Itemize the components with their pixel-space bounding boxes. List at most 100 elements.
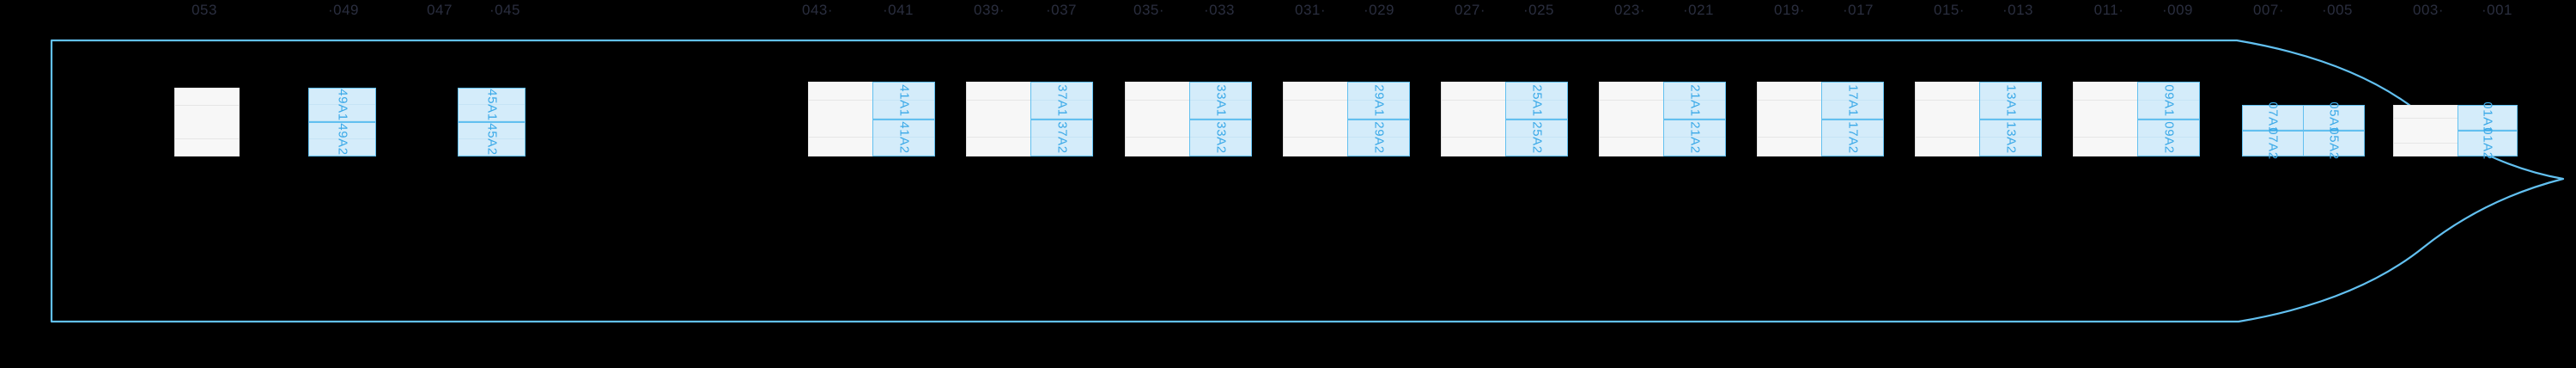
bay-tier-cell[interactable] [1031, 101, 1092, 119]
bay-tier-cell[interactable] [809, 101, 872, 119]
bay-tier-cell[interactable] [1442, 138, 1505, 156]
bay-half[interactable] [2073, 119, 2138, 156]
bay-tier-cell[interactable] [459, 123, 525, 139]
bay-half[interactable] [1915, 82, 1980, 120]
bay-tier-cell[interactable] [1758, 120, 1821, 138]
bay-half[interactable] [1441, 82, 1506, 120]
bay-tier-cell[interactable] [1916, 101, 1979, 119]
bay-half[interactable]: 33A1 [1189, 82, 1252, 120]
empty-bay-stack[interactable] [1599, 82, 1664, 156]
bay-tier-cell[interactable] [1664, 138, 1725, 156]
bay-tier-cell[interactable] [2458, 106, 2517, 130]
bay-tier-cell[interactable] [1190, 83, 1251, 101]
bay-tier-cell[interactable] [175, 139, 239, 156]
bay-tier-cell[interactable] [2458, 132, 2517, 156]
bay-tier-cell[interactable] [1190, 120, 1251, 138]
bay-tier-cell[interactable] [1822, 101, 1883, 119]
bay-half[interactable] [1125, 119, 1190, 156]
bay-tier-cell[interactable] [1822, 83, 1883, 101]
bay-tier-cell[interactable] [2138, 101, 2199, 119]
bay-half[interactable]: 13A2 [1979, 119, 2042, 156]
bay-half[interactable]: 25A1 [1505, 82, 1568, 120]
bay-tier-cell[interactable] [1442, 83, 1505, 101]
bay-tier-cell[interactable] [1190, 101, 1251, 119]
bay-tier-cell[interactable] [1348, 83, 1409, 101]
bay-tier-cell[interactable] [175, 89, 239, 106]
bay-half[interactable]: 29A1 [1347, 82, 1410, 120]
bay-tier-cell[interactable] [2394, 144, 2458, 156]
bay-half[interactable]: 21A2 [1663, 119, 1726, 156]
bay-tier-cell[interactable] [967, 101, 1030, 119]
bay-half[interactable]: 09A2 [2137, 119, 2200, 156]
bay-tier-cell[interactable] [1916, 138, 1979, 156]
bay-half[interactable]: 07A1 [2242, 101, 2304, 134]
bay-tier-cell[interactable] [873, 138, 934, 156]
bay-half[interactable] [1915, 119, 1980, 156]
bay-tier-cell[interactable] [967, 83, 1030, 101]
bay-tier-cell[interactable] [2074, 83, 2137, 101]
bay-tier-cell[interactable] [1284, 83, 1347, 101]
bay-half[interactable] [966, 119, 1031, 156]
empty-bay-stack[interactable] [174, 88, 240, 156]
bay-tier-cell[interactable] [1664, 101, 1725, 119]
bay-half[interactable] [1599, 82, 1664, 120]
bay-tier-cell[interactable] [2243, 106, 2303, 130]
bay-tier-cell[interactable] [175, 106, 239, 123]
bay-tier-cell[interactable] [1126, 138, 1189, 156]
bay-tier-cell[interactable] [2074, 101, 2137, 119]
bay-tier-cell[interactable] [1348, 101, 1409, 119]
empty-bay-stack[interactable] [966, 82, 1031, 156]
bay-half[interactable] [1757, 119, 1822, 156]
bay-tier-cell[interactable] [1664, 83, 1725, 101]
bay-tier-cell[interactable] [2394, 131, 2458, 144]
bay-half[interactable]: 09A1 [2137, 82, 2200, 120]
bay-tier-cell[interactable] [1126, 101, 1189, 119]
bay-half[interactable]: 07A2 [2242, 127, 2304, 160]
bay-tier-cell[interactable] [1284, 120, 1347, 138]
empty-bay-stack[interactable] [1125, 82, 1190, 156]
bay-tier-cell[interactable] [2074, 138, 2137, 156]
bay-half[interactable] [1441, 119, 1506, 156]
bay-half[interactable]: 13A1 [1979, 82, 2042, 120]
bay-half[interactable]: 25A2 [1505, 119, 1568, 156]
bay-tier-cell[interactable] [1980, 101, 2041, 119]
bay-tier-cell[interactable] [1506, 120, 1567, 138]
bay-half[interactable] [174, 122, 240, 156]
bay-half[interactable]: 37A1 [1030, 82, 1093, 120]
bay-tier-cell[interactable] [1980, 138, 2041, 156]
bay-tier-cell[interactable] [309, 89, 375, 105]
bay-tier-cell[interactable] [2394, 106, 2458, 119]
bay-tier-cell[interactable] [967, 138, 1030, 156]
bay-half[interactable] [1283, 119, 1348, 156]
bay-tier-cell[interactable] [1284, 138, 1347, 156]
bay-tier-cell[interactable] [1506, 138, 1567, 156]
bay-half[interactable]: 45A1 [458, 88, 526, 122]
bay-tier-cell[interactable] [873, 120, 934, 138]
bay-half[interactable] [2073, 82, 2138, 120]
bay-tier-cell[interactable] [1506, 101, 1567, 119]
bay-tier-cell[interactable] [1600, 138, 1663, 156]
bay-tier-cell[interactable] [1758, 83, 1821, 101]
bay-tier-cell[interactable] [2304, 106, 2364, 130]
bay-tier-cell[interactable] [1442, 120, 1505, 138]
bay-tier-cell[interactable] [1348, 120, 1409, 138]
bay-tier-cell[interactable] [1284, 101, 1347, 119]
bay-tier-cell[interactable] [1031, 120, 1092, 138]
bay-half[interactable] [1283, 82, 1348, 120]
bay-tier-cell[interactable] [1916, 120, 1979, 138]
bay-tier-cell[interactable] [1822, 138, 1883, 156]
bay-tier-cell[interactable] [2394, 119, 2458, 132]
bay-half[interactable] [966, 82, 1031, 120]
bay-half[interactable] [2393, 131, 2458, 156]
empty-bay-stack[interactable] [1915, 82, 1980, 156]
bay-tier-cell[interactable] [2074, 120, 2137, 138]
bay-half[interactable]: 01A2 [2458, 127, 2518, 160]
